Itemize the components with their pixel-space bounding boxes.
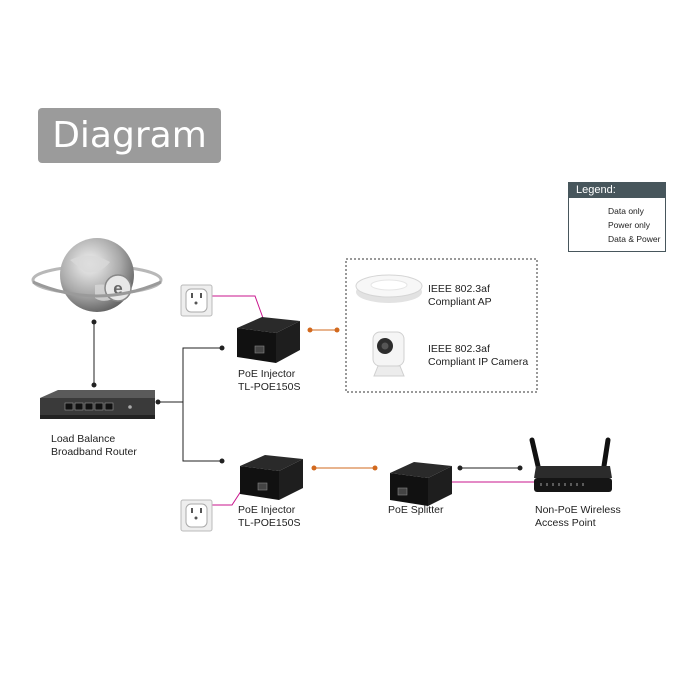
injector-bottom-label-line2: TL-POE150S — [238, 517, 301, 529]
outlet-icon — [180, 284, 213, 317]
ceiling-ap-icon — [355, 274, 423, 303]
router-icon — [40, 390, 155, 419]
legend-power-only: Power only — [608, 220, 651, 230]
splitter-label: PoE Splitter — [388, 504, 444, 516]
router-injector-links — [182, 347, 222, 462]
camera-label-line1: IEEE 802.3af — [428, 343, 490, 355]
svg-text:e: e — [113, 279, 122, 298]
power-link-top — [212, 295, 264, 319]
poe-injector-icon — [240, 455, 303, 500]
legend: Legend: — [568, 182, 666, 252]
wireless-ap-label-line1: Non-PoE Wireless — [535, 504, 621, 516]
ap-label: IEEE 802.3af Compliant AP — [428, 283, 492, 309]
router-label: Load Balance Broadband Router — [51, 433, 137, 459]
injector-top-label-line2: TL-POE150S — [238, 381, 301, 393]
injector-top-label: PoE Injector TL-POE150S — [238, 368, 300, 394]
poe-splitter-icon — [390, 462, 452, 506]
legend-data-power: Data & Power — [608, 234, 661, 244]
injector-top-label-line1: PoE Injector — [238, 368, 296, 380]
poe-device-group — [345, 258, 538, 393]
legend-heading: Legend: — [569, 183, 665, 198]
ip-camera-icon — [372, 331, 405, 377]
camera-label: IEEE 802.3af Compliant IP Camera — [428, 343, 528, 369]
diagram-title: Diagram — [38, 108, 221, 163]
router-label-line2: Broadband Router — [51, 446, 137, 458]
wireless-router-icon — [529, 437, 612, 492]
camera-label-line2: Compliant IP Camera — [428, 356, 529, 368]
ap-label-line1: IEEE 802.3af — [428, 283, 490, 295]
globe-icon: e — [31, 238, 163, 312]
injector-bottom-label: PoE Injector TL-POE150S — [238, 504, 300, 530]
ap-label-line2: Compliant AP — [428, 296, 492, 308]
injector-bottom-label-line1: PoE Injector — [238, 504, 296, 516]
wireless-ap-label-line2: Access Point — [535, 517, 596, 529]
legend-data-only: Data only — [608, 206, 644, 216]
wireless-ap-label: Non-PoE Wireless Access Point — [535, 504, 621, 530]
poe-injector-icon — [237, 317, 300, 363]
router-label-line1: Load Balance — [51, 433, 116, 445]
outlet-icon — [180, 499, 213, 532]
